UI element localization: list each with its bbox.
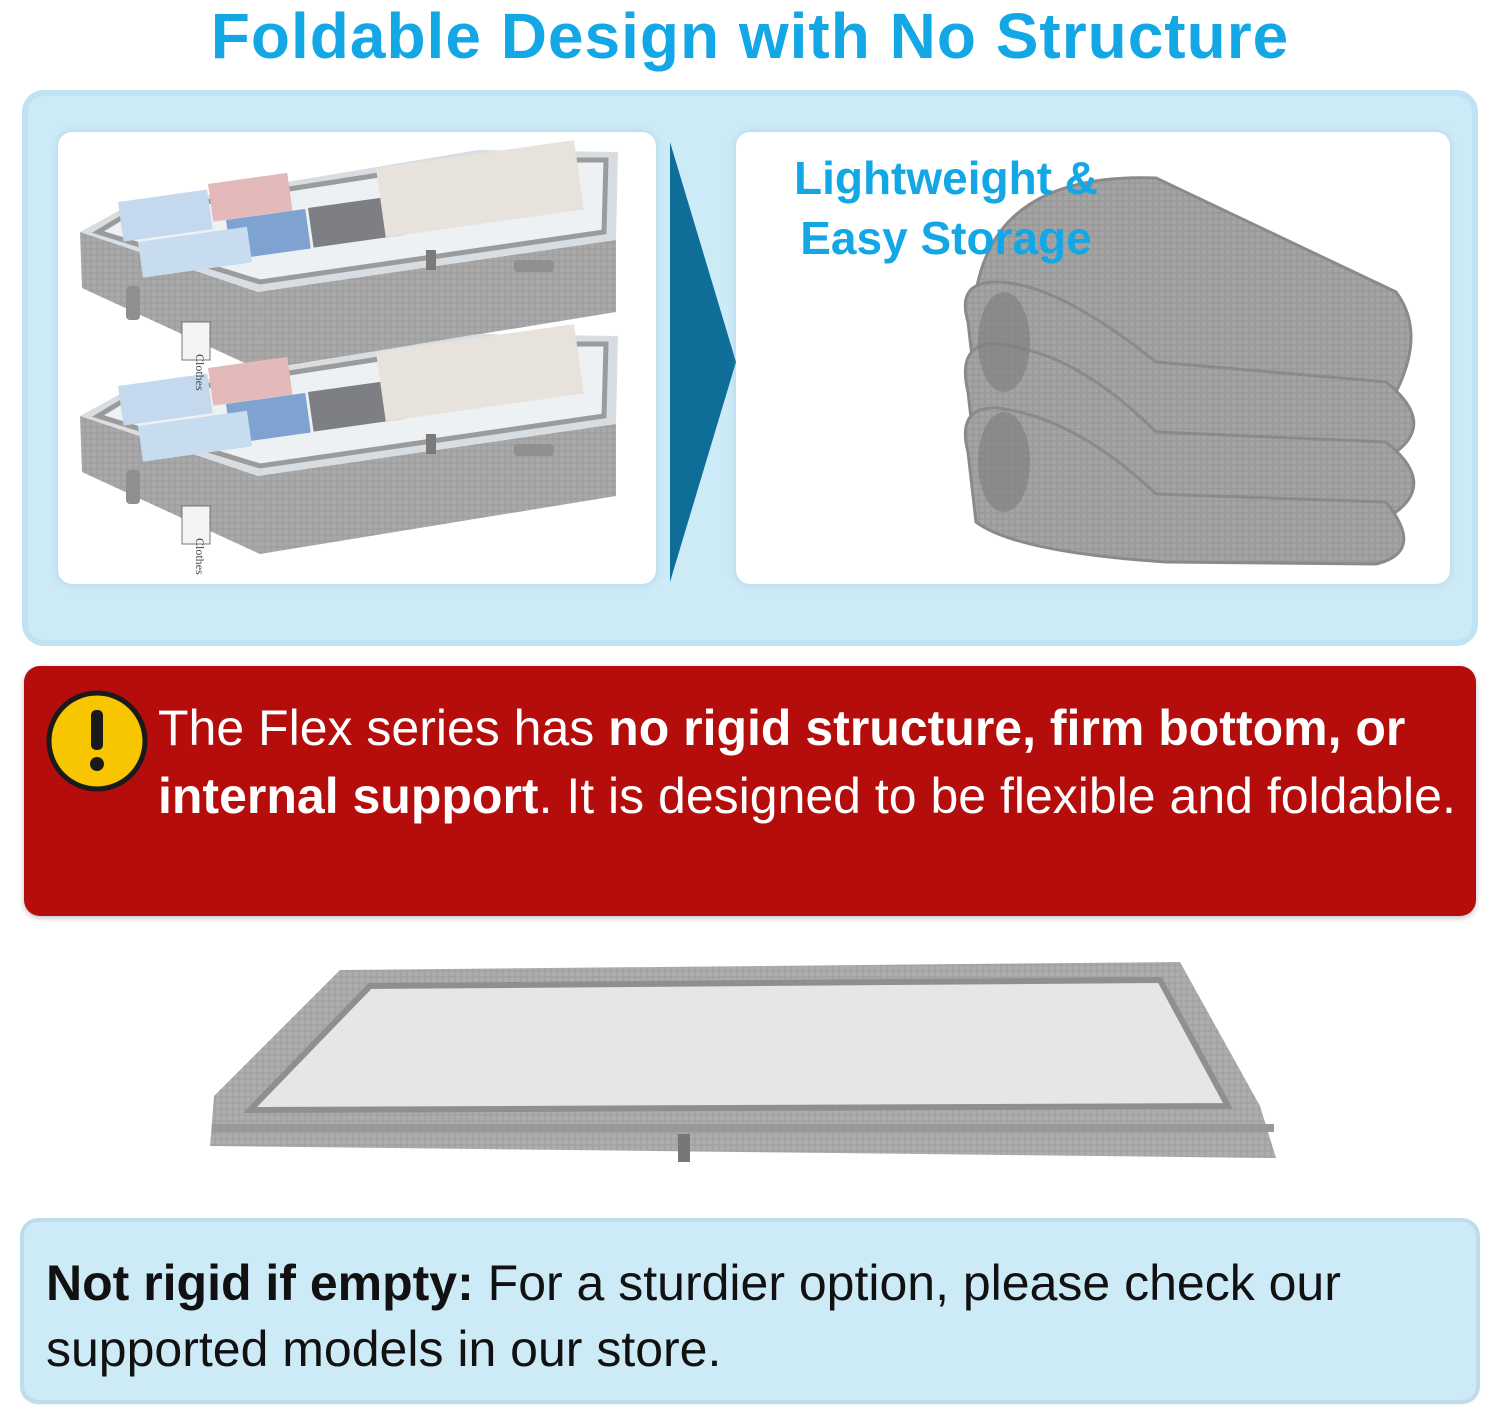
comparison-panel: Clothes Clothes Lightweight & Easy Stora… [22,90,1478,646]
warning-text: The Flex series has no rigid structure, … [158,694,1458,830]
warning-text-post: . It is designed to be flexible and fold… [538,768,1456,824]
note-body: For a sturdier option, please check our … [46,1255,1341,1377]
storage-bags-illustration: Clothes Clothes [80,140,618,575]
warning-text-pre: The Flex series has [158,700,609,756]
note-box: Not rigid if empty: For a sturdier optio… [24,1222,1476,1400]
flat-bag-illustration [210,962,1276,1162]
clothes-tag: Clothes [193,538,207,575]
feature-label: Lightweight & Easy Storage [756,148,1136,268]
note-text: Not rigid if empty: For a sturdier optio… [46,1250,1456,1382]
assembled-bags-card: Clothes Clothes [58,132,656,584]
exclamation-icon [46,690,148,792]
page-title: Foldable Design with No Structure [210,0,1290,72]
warning-text-bold: no rigid structure, firm bottom, or inte… [158,700,1406,824]
note-bold: Not rigid if empty: [46,1255,474,1311]
folded-stack [963,176,1416,566]
chevron-right-icon [670,142,736,582]
folded-bags-illustration [963,176,1416,566]
storage-bag-bottom [80,324,618,554]
clothes-tag: Clothes [193,354,207,391]
folded-bags-card: Lightweight & Easy Storage [736,132,1450,584]
feature-label-line: Easy Storage [800,212,1092,264]
warning-banner: The Flex series has no rigid structure, … [24,666,1476,916]
feature-label-line: Lightweight & [793,152,1099,204]
storage-bag-top [80,140,618,370]
